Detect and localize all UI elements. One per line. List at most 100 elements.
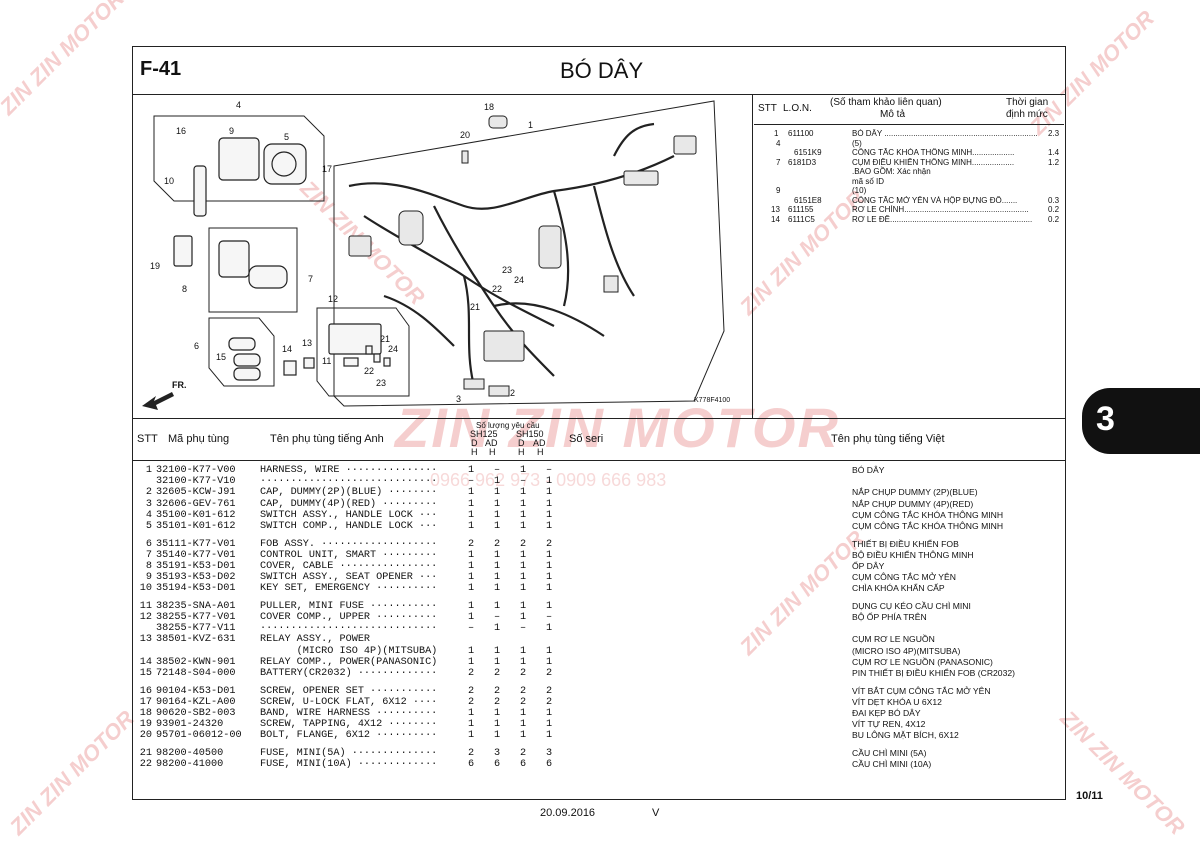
cell-qty: 2 bbox=[494, 696, 501, 708]
cell-qty: 1 bbox=[546, 498, 553, 510]
pt-header-stt: STT bbox=[137, 433, 158, 445]
cell-qty: 2 bbox=[520, 747, 527, 759]
rt-row: 4 (5) bbox=[776, 138, 862, 148]
cell-qty: 1 bbox=[520, 612, 527, 624]
cell-stt: 9 bbox=[145, 572, 152, 584]
svg-text:1: 1 bbox=[528, 120, 533, 130]
cell-name-en: BAND, WIRE HARNESS ·········· bbox=[260, 707, 438, 719]
rt-row: mã số ID bbox=[852, 176, 885, 186]
footer-version: V bbox=[652, 807, 660, 819]
cell-name-en: SCREW, OPENER SET ··········· bbox=[260, 685, 438, 697]
svg-text:20: 20 bbox=[460, 130, 470, 140]
cell-name-en: (MICRO ISO 4P)(MITSUBA) bbox=[260, 645, 438, 657]
cell-qty: 2 bbox=[546, 685, 553, 697]
cell-name-en: SWITCH ASSY., SEAT OPENER ··· bbox=[260, 572, 438, 584]
cell-name-en: ····························· bbox=[260, 476, 438, 488]
cell-name-en: PULLER, MINI FUSE ··········· bbox=[260, 600, 438, 612]
table-row: 32100-K77-V10 ···························… bbox=[136, 476, 1062, 487]
cell-part-no: 32606-GEV-761 bbox=[156, 498, 236, 510]
cell-name-en: FUSE, MINI(5A) ·············· bbox=[260, 747, 438, 759]
cell-stt: 16 bbox=[139, 685, 152, 697]
parts-header-divider bbox=[132, 460, 1066, 461]
cell-stt: 2 bbox=[145, 487, 152, 499]
cell-qty: 2 bbox=[546, 538, 553, 550]
cell-qty: 1 bbox=[520, 572, 527, 584]
cell-qty: – bbox=[546, 465, 553, 476]
cell-name-vi: NẮP CHỤP DUMMY (2P)(BLUE) bbox=[852, 487, 978, 498]
page-frame bbox=[132, 46, 1066, 800]
cell-qty: 1 bbox=[546, 560, 553, 572]
cell-name-vi: CHÌA KHÓA KHẨN CẤP bbox=[852, 583, 945, 594]
cell-qty: 1 bbox=[494, 572, 501, 584]
svg-text:14: 14 bbox=[282, 344, 292, 354]
watermark-brand-left-top: ZIN ZIN MOTOR bbox=[0, 0, 129, 120]
cell-name-en: FUSE, MINI(10A) ············· bbox=[260, 759, 438, 771]
cell-qty: 1 bbox=[494, 719, 501, 731]
cell-name-vi: NẮP CHỤP DUMMY (4P)(RED) bbox=[852, 498, 974, 509]
svg-text:3: 3 bbox=[456, 394, 461, 404]
svg-text:18: 18 bbox=[484, 102, 494, 112]
rt-row: 6151K9 CÔNG TẮC KHÓA THÔNG MINH.........… bbox=[794, 148, 1060, 157]
cell-part-no: 32100-K77-V00 bbox=[156, 465, 236, 476]
cell-name-vi: ĐAI KẸP BÓ DÂY bbox=[852, 707, 921, 718]
cell-part-no: 35193-K53-D02 bbox=[156, 572, 236, 584]
cell-name-en: KEY SET, EMERGENCY ·········· bbox=[260, 583, 438, 595]
svg-text:2: 2 bbox=[510, 388, 515, 398]
cell-name-en: SWITCH COMP., HANDLE LOCK ··· bbox=[260, 520, 438, 532]
cell-name-vi: PIN THIẾT BỊ ĐIỀU KHIỂN FOB (CR2032) bbox=[852, 667, 1015, 678]
cell-name-en: BATTERY(CR2032) ············· bbox=[260, 667, 438, 679]
pt-header-name-vi: Tên phụ tùng tiếng Việt bbox=[831, 433, 945, 445]
cell-qty: 1 bbox=[546, 600, 553, 612]
cell-name-vi: CỤM CÔNG TẮC KHÓA THÔNG MINH bbox=[852, 520, 1004, 531]
cell-qty: 1 bbox=[546, 656, 553, 668]
page-code: F-41 bbox=[140, 58, 182, 80]
cell-qty: 1 bbox=[520, 465, 527, 476]
svg-text:12: 12 bbox=[328, 294, 338, 304]
cell-part-no: 38501-KVZ-631 bbox=[156, 634, 236, 646]
cell-qty: 2 bbox=[520, 538, 527, 550]
cell-qty: 1 bbox=[520, 560, 527, 572]
cell-stt: 8 bbox=[145, 560, 152, 572]
cell-qty: 1 bbox=[546, 730, 553, 742]
pt-header-sh125: SH125 bbox=[470, 429, 498, 439]
svg-text:8: 8 bbox=[182, 284, 187, 294]
watermark-brand-center: ZIN ZIN MOTOR bbox=[395, 396, 840, 459]
cell-stt: 5 bbox=[145, 520, 152, 532]
cell-qty: 1 bbox=[494, 707, 501, 719]
cell-qty: 1 bbox=[520, 707, 527, 719]
cell-qty: 1 bbox=[468, 465, 475, 476]
cell-name-en: FOB ASSY. ··················· bbox=[260, 538, 438, 550]
cell-stt: 4 bbox=[145, 509, 152, 521]
cell-qty: 1 bbox=[546, 549, 553, 561]
svg-text:6: 6 bbox=[194, 341, 199, 351]
cell-qty: 2 bbox=[468, 667, 475, 679]
cell-name-vi: CẦU CHÌ MINI (10A) bbox=[852, 759, 932, 770]
cell-part-no: 32100-K77-V10 bbox=[156, 476, 236, 488]
cell-qty: 1 bbox=[520, 498, 527, 510]
cell-name-en: BOLT, FLANGE, 6X12 ·········· bbox=[260, 730, 438, 742]
cell-part-no: 38235-SNA-A01 bbox=[156, 600, 236, 612]
cell-qty: 1 bbox=[520, 645, 527, 657]
cell-qty: 1 bbox=[546, 476, 553, 488]
cell-qty: 1 bbox=[520, 520, 527, 532]
svg-text:4: 4 bbox=[236, 100, 241, 110]
cell-name-vi: (MICRO ISO 4P)(MITSUBA) bbox=[852, 645, 961, 656]
cell-qty: 1 bbox=[520, 583, 527, 595]
cell-stt: 22 bbox=[139, 759, 152, 771]
cell-name-vi: CẦU CHÌ MINI (5A) bbox=[852, 747, 927, 758]
cell-name-en: SWITCH ASSY., HANDLE LOCK ··· bbox=[260, 509, 438, 521]
cell-name-vi: CỤM CÔNG TẮC MỞ YÊN bbox=[852, 572, 956, 583]
cell-part-no: 98200-41000 bbox=[156, 759, 224, 771]
rt-row: 6151E8 CÔNG TẮC MỞ YÊN VÀ HỘP ĐỰNG ĐỒ...… bbox=[794, 195, 1060, 205]
cell-qty: – bbox=[468, 623, 475, 635]
